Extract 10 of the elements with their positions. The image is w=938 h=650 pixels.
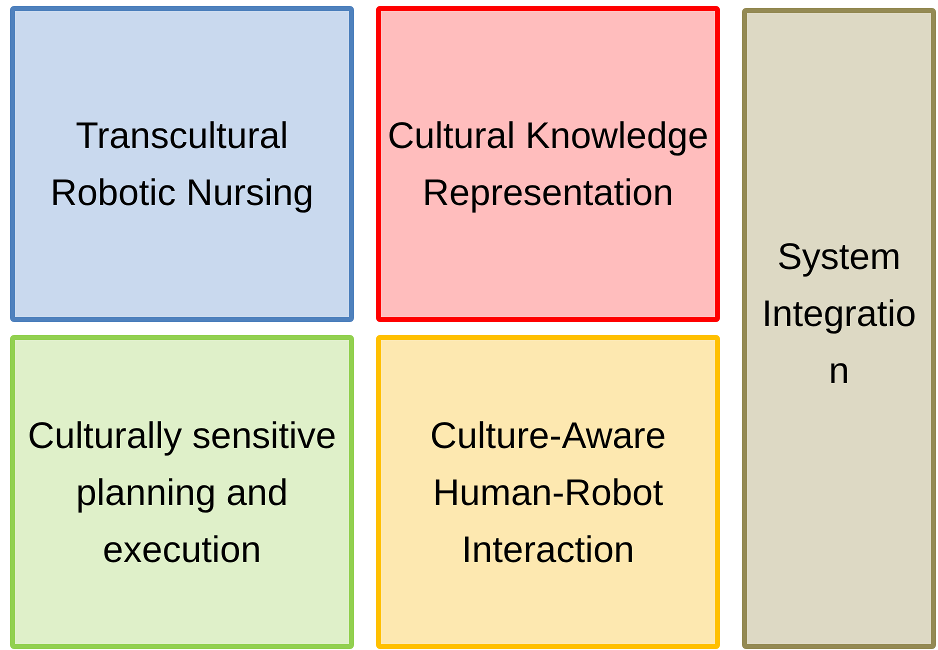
topic-box: [10, 335, 354, 649]
topic-label: Culture-Aware Human-Robot Interaction: [429, 414, 667, 572]
topic-box: [742, 8, 936, 649]
topic-box: [376, 6, 720, 322]
topic-label: Cultural Knowledge Representation: [386, 114, 710, 215]
topic-label: System Integration: [760, 235, 918, 393]
topic-label: Culturally sensitive planning and execution: [26, 414, 338, 572]
topic-box: [376, 335, 720, 649]
topic-box: [10, 6, 354, 322]
topic-label: Transcultural Robotic Nursing: [49, 114, 315, 215]
